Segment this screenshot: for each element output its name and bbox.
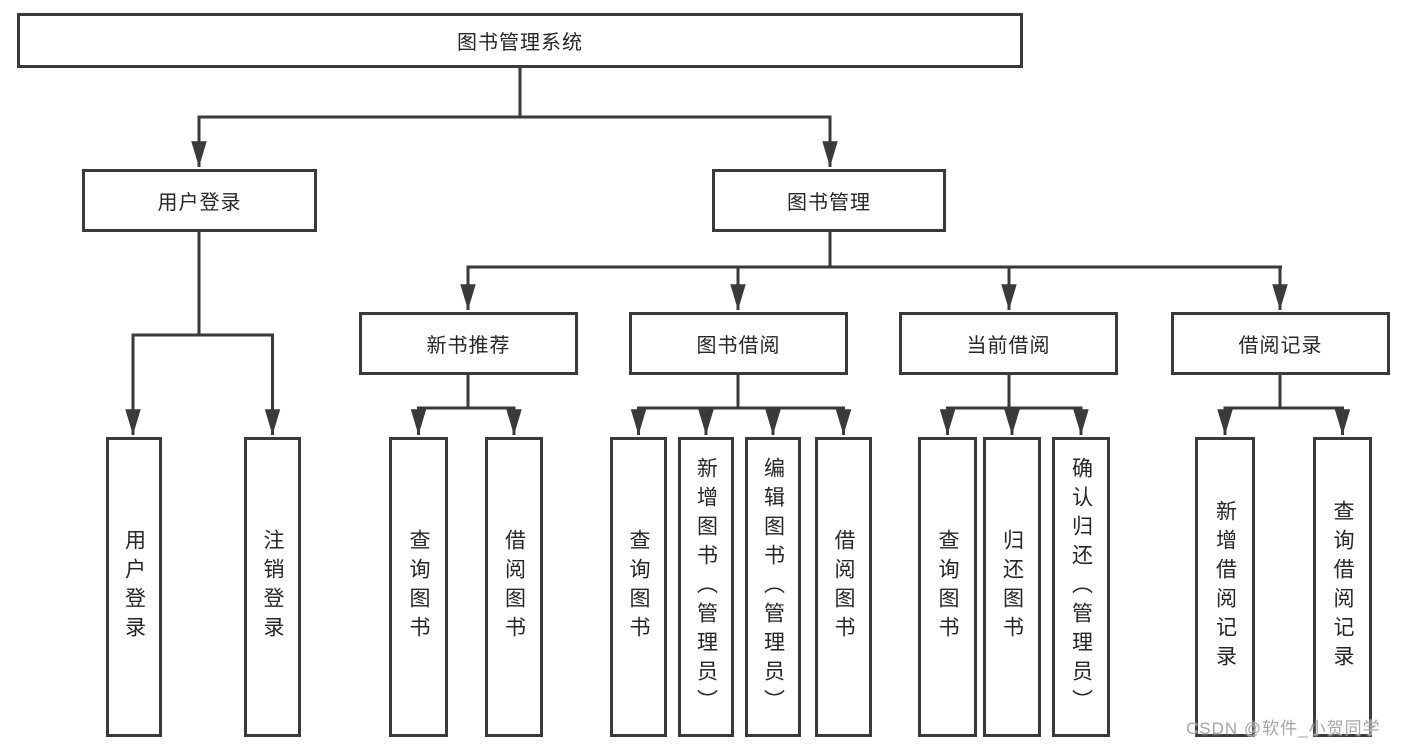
node-label: 确认归还（管理员） xyxy=(1069,456,1093,718)
node-label: 查询借阅记录 xyxy=(1331,500,1355,674)
node-label: 归还图书 xyxy=(1000,529,1024,645)
node-label: 借阅图书 xyxy=(502,529,526,645)
node-query-borrow-record: 查询借阅记录 xyxy=(1313,437,1372,737)
node-label: 新增图书（管理员） xyxy=(694,456,718,718)
node-label: 查询图书 xyxy=(936,529,960,645)
node-borrowing-records: 借阅记录 xyxy=(1171,312,1390,375)
node-label: 借阅记录 xyxy=(1238,335,1323,357)
node-user-login-branch: 用户登录 xyxy=(82,169,317,232)
node-label: 查询图书 xyxy=(627,529,651,645)
node-label: 新书推荐 xyxy=(426,335,511,357)
node-borrow-books-recommend: 借阅图书 xyxy=(485,437,543,737)
watermark: CSDN @软件_小贺同学 xyxy=(1186,719,1381,738)
node-label: 注销登录 xyxy=(261,529,285,645)
node-label: 用户登录 xyxy=(157,192,242,214)
node-return-books: 归还图书 xyxy=(983,437,1041,737)
node-borrow-books-borrowing: 借阅图书 xyxy=(815,437,872,737)
node-label: 查询图书 xyxy=(407,529,431,645)
node-edit-books-admin: 编辑图书（管理员） xyxy=(745,437,801,737)
node-label: 新增借阅记录 xyxy=(1213,500,1237,674)
node-label: 用户登录 xyxy=(122,529,146,645)
node-add-books-admin: 新增图书（管理员） xyxy=(678,437,734,737)
node-confirm-return-admin: 确认归还（管理员） xyxy=(1052,437,1110,737)
node-query-books-recommend: 查询图书 xyxy=(389,437,448,737)
node-book-management: 图书管理 xyxy=(712,169,946,232)
node-label: 编辑图书（管理员） xyxy=(761,456,785,718)
node-label: 当前借阅 xyxy=(966,335,1051,357)
node-label: 借阅图书 xyxy=(832,529,856,645)
node-query-books-borrowing: 查询图书 xyxy=(610,437,667,737)
node-logout: 注销登录 xyxy=(244,437,301,737)
node-user-login: 用户登录 xyxy=(106,437,162,737)
node-add-borrow-record: 新增借阅记录 xyxy=(1195,437,1255,737)
node-label: 图书借阅 xyxy=(696,335,781,357)
node-query-books-current: 查询图书 xyxy=(918,437,977,737)
node-current-borrowing: 当前借阅 xyxy=(899,312,1118,375)
node-book-borrowing: 图书借阅 xyxy=(629,312,848,375)
node-new-book-recommendation: 新书推荐 xyxy=(359,312,578,375)
node-library-management-system: 图书管理系统 xyxy=(17,13,1023,68)
node-label: 图书管理系统 xyxy=(457,32,583,54)
node-label: 图书管理 xyxy=(787,192,871,214)
